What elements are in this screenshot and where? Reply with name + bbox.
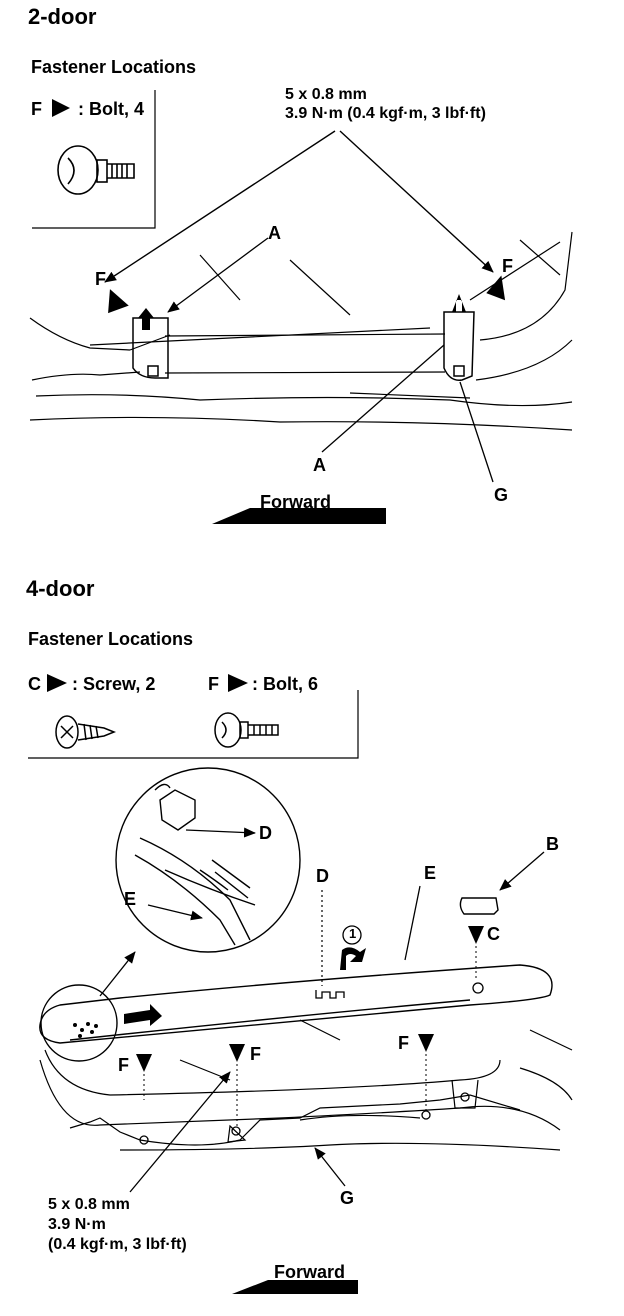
f-pointer-icon-2door (52, 99, 70, 117)
screw-icon-4door (55, 715, 117, 749)
section-title-2door: 2-door (28, 4, 97, 29)
forward-arrow-2door (212, 508, 386, 524)
section-title-4door: 4-door (26, 576, 95, 601)
callout-f-4door-2: F (250, 1044, 261, 1064)
trim-panel-e (39, 964, 553, 1044)
side-sill-body-4door (39, 1019, 573, 1151)
clip-d-main (315, 990, 345, 999)
e-leader-main (404, 885, 421, 961)
f-pointer-icon-4door (228, 674, 248, 692)
step-number-1: 1 (349, 926, 357, 941)
detail-source-circle (40, 984, 118, 1062)
clip-left (132, 317, 169, 379)
detail-pointer-arrow (99, 951, 136, 997)
forward-label-2door: Forward (260, 492, 332, 512)
fastener-heading-2door: Fastener Locations (31, 57, 197, 77)
e-leader-detail (147, 904, 203, 921)
c-pointer-icon-4door (47, 674, 67, 692)
torque-spec-line2-2door: 3.9 N·m (0.4 kgf·m, 3 lbf·ft) (285, 105, 486, 122)
callout-f-left: F (95, 269, 106, 289)
release-arrow-left (138, 308, 154, 330)
bolt-icon-2door (57, 145, 135, 195)
fastener-f-desc-2door: : Bolt, 4 (78, 99, 144, 119)
torque-spec-line1-4door: 5 x 0.8 mm (48, 1196, 130, 1213)
callout-c-4door: C (487, 924, 500, 944)
fastener-heading-4door: Fastener Locations (28, 629, 194, 649)
callout-b: B (546, 834, 559, 854)
torque-spec-line2-4door: 3.9 N·m (48, 1216, 106, 1233)
torque-leader-right (339, 130, 494, 273)
clip-right (443, 311, 475, 381)
fastener-f-letter-4door: F (208, 674, 219, 694)
b-leader (499, 851, 545, 891)
torque-leader-4door (129, 1071, 231, 1193)
f-triangle-4door-3 (418, 1034, 434, 1052)
trim-texture (73, 1022, 98, 1038)
callout-f-4door-1: F (118, 1055, 129, 1075)
f-triangle-4door-1 (136, 1054, 152, 1072)
callout-d-main: D (316, 866, 329, 886)
callout-g-2door: G (494, 485, 509, 505)
fastener-legend-frame-4door (28, 690, 359, 759)
callout-f-right: F (502, 256, 513, 276)
release-arrow-right (452, 294, 466, 312)
g-leader-4door (314, 1147, 346, 1187)
detail-magnifier-circle (115, 767, 301, 953)
torque-spec-line3-4door: (0.4 kgf·m, 3 lbf·ft) (48, 1236, 187, 1253)
fastener-f-letter-2door: F (31, 99, 42, 119)
fastener-f-desc-4door: : Bolt, 6 (252, 674, 318, 694)
slide-direction-arrow (124, 1004, 162, 1026)
callout-f-4door-3: F (398, 1033, 409, 1053)
callout-a-top: A (268, 223, 281, 243)
bolt-icon-4door (214, 712, 279, 748)
fastener-legend-frame-2door (32, 90, 156, 229)
forward-label-4door: Forward (274, 1262, 346, 1282)
callout-e-main: E (424, 863, 437, 883)
f-triangle-4door-2 (229, 1044, 245, 1062)
f-triangle-left (108, 289, 129, 314)
g-leader-2door (459, 381, 494, 483)
screw-c-location (472, 982, 484, 994)
forward-arrow-4door (232, 1280, 358, 1294)
callout-d-detail: D (259, 823, 272, 843)
step-number-circle (342, 925, 362, 945)
c-triangle (468, 926, 484, 944)
cap-b (459, 897, 499, 915)
callout-a-bottom: A (313, 455, 326, 475)
torque-spec-line1-2door: 5 x 0.8 mm (285, 86, 367, 103)
torque-leader-left (104, 130, 336, 283)
fastener-c-letter-4door: C (28, 674, 41, 694)
callout-g-4door: G (340, 1188, 355, 1208)
fastener-c-desc-4door: : Screw, 2 (72, 674, 156, 694)
bolt-holes-4door (139, 1092, 470, 1145)
side-sill-body-2door (29, 231, 573, 431)
f-triangle-right (486, 275, 506, 301)
step-1-arrow (340, 947, 366, 970)
d-leader-detail (185, 827, 256, 838)
